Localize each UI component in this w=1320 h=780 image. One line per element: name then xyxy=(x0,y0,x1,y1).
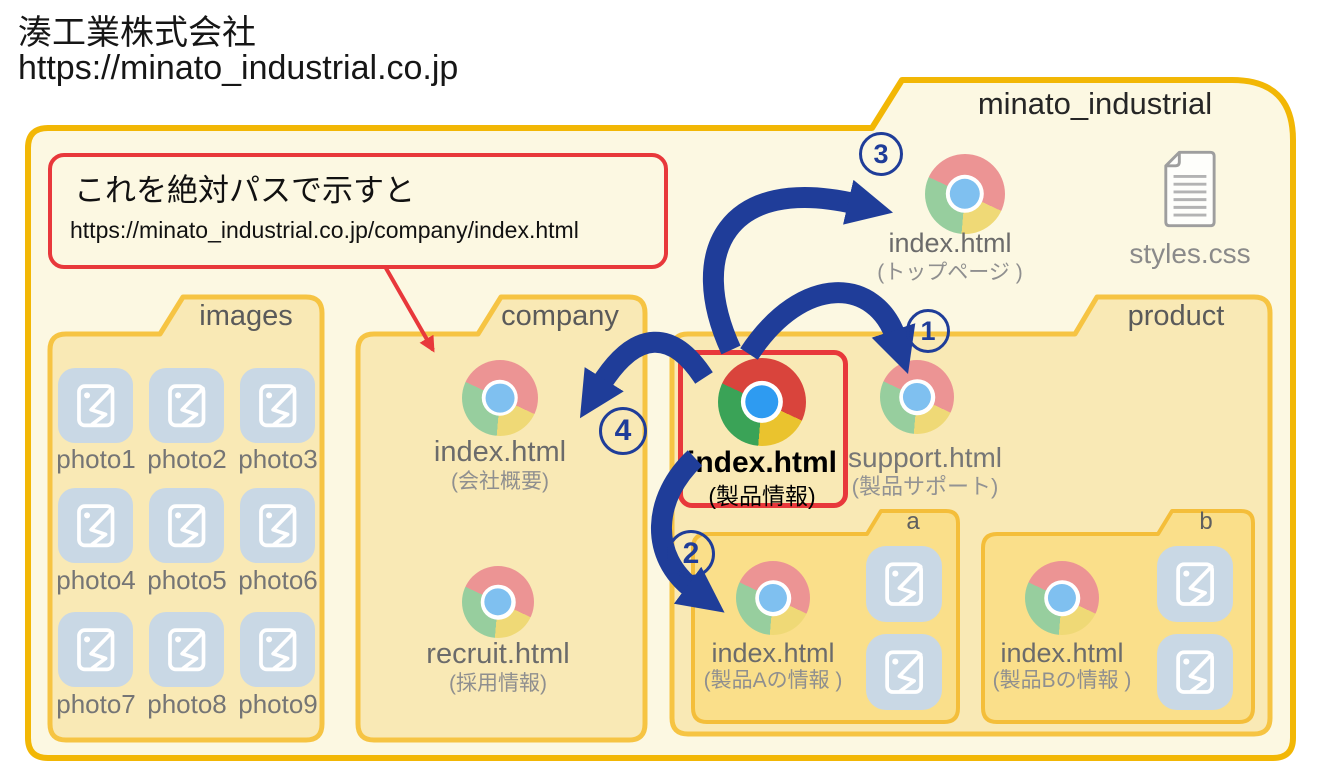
link-number-4: 4 xyxy=(599,407,647,455)
top-index-file: index.html xyxy=(888,228,1012,258)
recruit-file: recruit.html xyxy=(426,638,570,670)
product-index-file: index.html xyxy=(686,446,838,479)
callout-absolute-path: https://minato_industrial.co.jp/company/… xyxy=(70,217,579,243)
support-caption: (製品サポート) xyxy=(851,474,999,499)
photo-icon xyxy=(58,368,133,443)
chrome-icon xyxy=(880,360,954,434)
product-index-caption: (製品情報) xyxy=(708,483,816,509)
support-file: support.html xyxy=(847,442,1003,473)
chrome-icon xyxy=(462,360,538,436)
photo-icon xyxy=(58,612,133,687)
photo-label: photo1 xyxy=(56,444,136,474)
photo-icon xyxy=(240,368,315,443)
company-name: 湊工業株式会社 xyxy=(18,14,256,52)
subfolder-b-label: b xyxy=(1199,508,1213,535)
photo-icon xyxy=(1157,546,1233,622)
photo-icon xyxy=(149,612,224,687)
root-folder-label: minato_industrial xyxy=(977,86,1213,121)
callout-title: これを絶対パスで示すと xyxy=(74,173,415,208)
photo-icon xyxy=(240,612,315,687)
product-folder-label: product xyxy=(1127,300,1225,332)
absolute-path-callout: これを絶対パスで示すと https://minato_industrial.co… xyxy=(48,153,668,269)
chrome-icon xyxy=(462,566,534,638)
photo-icon xyxy=(240,488,315,563)
images-folder-label: images xyxy=(199,300,293,332)
chrome-icon xyxy=(718,358,806,446)
photo-icon xyxy=(58,488,133,563)
recruit-caption: (採用情報) xyxy=(449,672,547,695)
product-b-index-caption: (製品Bの情報 ) xyxy=(992,669,1132,692)
company-index-caption: (会社概要) xyxy=(451,470,549,493)
photo-icon xyxy=(866,546,942,622)
photo-label: photo4 xyxy=(56,565,136,595)
photo-icon xyxy=(1157,634,1233,710)
product-a-index-file: index.html xyxy=(711,638,835,668)
link-number-3: 3 xyxy=(859,132,903,176)
photo-label: photo3 xyxy=(238,444,318,474)
top-index-caption: (トップページ ) xyxy=(877,261,1023,284)
photo-label: photo2 xyxy=(147,444,227,474)
site-url: https://minato_industrial.co.jp xyxy=(18,49,459,87)
product-a-index-caption: (製品Aの情報 ) xyxy=(703,669,843,692)
photo-icon xyxy=(149,368,224,443)
chrome-icon xyxy=(1025,561,1099,635)
company-folder-label: company xyxy=(501,300,619,332)
link-number-1: 1 xyxy=(906,309,950,353)
product-b-index-file: index.html xyxy=(1000,638,1124,668)
photo-label: photo6 xyxy=(238,565,318,595)
callout-pointer-arrow xyxy=(381,262,435,353)
photo-label: photo8 xyxy=(147,689,227,719)
stylesheet-file: styles.css xyxy=(1129,238,1251,269)
css-file-icon xyxy=(1160,148,1218,235)
company-folder-shape xyxy=(355,294,648,743)
photo-label: photo7 xyxy=(56,689,136,719)
chrome-icon xyxy=(925,154,1005,234)
photo-label: photo9 xyxy=(238,689,318,719)
link-number-2: 2 xyxy=(667,530,715,578)
photo-icon xyxy=(149,488,224,563)
subfolder-a-label: a xyxy=(906,508,920,535)
chrome-icon xyxy=(736,561,810,635)
photo-label: photo5 xyxy=(147,565,227,595)
photo-icon xyxy=(866,634,942,710)
company-index-file: index.html xyxy=(433,436,567,468)
